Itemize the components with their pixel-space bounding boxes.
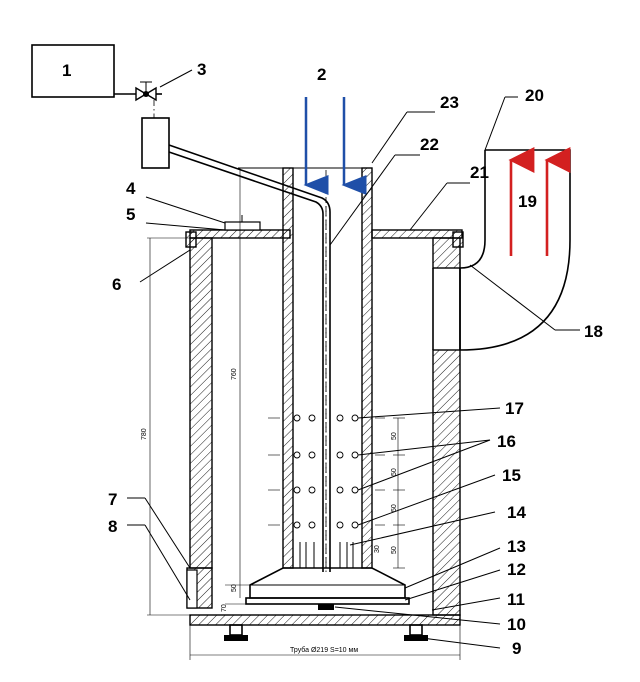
callout-13: 13 — [507, 537, 526, 556]
callout-8: 8 — [108, 517, 117, 536]
burner-bowl — [249, 567, 406, 599]
pipe-note: Труба Ø219 S=10 мм — [290, 646, 358, 654]
dim-step-70: 70 — [221, 604, 228, 612]
callout-20: 20 — [525, 86, 544, 105]
callout-23: 23 — [440, 93, 459, 112]
callout-6: 6 — [112, 275, 121, 294]
dim-overall-height: 780 — [141, 428, 148, 440]
support-legs — [224, 624, 428, 641]
callout-9: 9 — [512, 639, 521, 658]
combustion-tube — [282, 167, 373, 575]
dimension-lines — [147, 168, 461, 660]
callout-14: 14 — [507, 503, 526, 522]
perforation-holes — [268, 414, 385, 529]
bottom-plate — [245, 597, 410, 605]
fuel-valve — [135, 81, 162, 118]
dim-step-right: 50 — [391, 546, 398, 554]
callout-7: 7 — [108, 490, 117, 509]
right-wall-upper — [432, 237, 461, 269]
callout-15: 15 — [502, 466, 521, 485]
callout-17: 17 — [505, 399, 524, 418]
callout-22: 22 — [420, 135, 439, 154]
callout-1: 1 — [62, 61, 71, 80]
callout-numbers: 1 2 3 4 5 6 7 8 9 10 11 12 13 14 15 16 1… — [62, 60, 603, 658]
right-wall-lower — [432, 349, 461, 616]
callout-10: 10 — [507, 615, 526, 634]
bottom-slots — [299, 542, 354, 568]
dim-inner-height: 760 — [231, 368, 238, 380]
callout-19: 19 — [518, 192, 537, 211]
air-inflow-arrows — [303, 97, 367, 195]
callout-11: 11 — [507, 590, 525, 609]
center-support — [318, 604, 334, 610]
callout-leaders — [127, 69, 580, 649]
callout-2: 2 — [317, 65, 326, 84]
callout-3: 3 — [197, 60, 206, 79]
dim-hole-spacing-3: 50 — [391, 504, 398, 512]
dim-hole-spacing-1: 50 — [391, 432, 398, 440]
callout-16: 16 — [497, 432, 516, 451]
fuel-tank — [31, 44, 115, 98]
flue-pipe — [459, 149, 571, 351]
callout-4: 4 — [126, 179, 136, 198]
exhaust-arrows — [508, 147, 571, 256]
dim-hole-spacing-2: 50 — [391, 468, 398, 476]
base-plate — [189, 614, 461, 626]
dim-step-left: 50 — [231, 584, 238, 592]
lid-plate — [185, 229, 464, 248]
callout-5: 5 — [126, 205, 135, 224]
callout-12: 12 — [507, 560, 526, 579]
lid-fitting — [224, 215, 261, 231]
callout-18: 18 — [584, 322, 603, 341]
callout-21: 21 — [470, 163, 489, 182]
fuel-pipe — [168, 144, 331, 572]
left-wall — [189, 237, 213, 569]
ash-door — [186, 567, 213, 609]
dim-hole-spacing-4: 30 — [374, 545, 381, 553]
drip-feeder — [141, 117, 170, 169]
